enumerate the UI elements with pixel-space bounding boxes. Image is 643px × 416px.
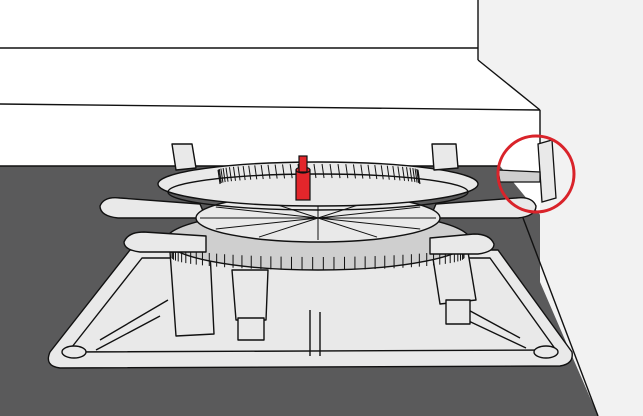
disc-spoke (258, 217, 319, 238)
ring-tooth (380, 165, 384, 180)
ring-tooth (409, 167, 413, 182)
column-slot-right (445, 299, 471, 325)
base-rib-center (309, 310, 321, 356)
floor-right-edge (519, 209, 599, 416)
head-tab-right (431, 143, 459, 171)
ring-tooth (313, 163, 317, 179)
ring-tooth (412, 168, 416, 183)
column-slot-left (237, 317, 265, 341)
pedestal-head-rim (167, 173, 469, 211)
ring-tooth (222, 168, 226, 183)
ring-tooth (337, 164, 341, 179)
ring-tooth (345, 164, 349, 179)
ring-tooth (367, 164, 371, 179)
base-rib-left (95, 299, 169, 351)
lock-pin-body (295, 169, 311, 201)
ring-tooth (416, 168, 420, 184)
base-hole-right (533, 345, 559, 359)
ring-tooth (254, 165, 258, 180)
disc-spoke (317, 217, 421, 230)
disc-spoke (317, 217, 378, 238)
height-lock-pin (295, 155, 311, 201)
ring-tooth (392, 165, 396, 181)
ring-tooth (248, 165, 252, 180)
ring-tooth (374, 164, 378, 180)
head-tab-left (171, 143, 197, 171)
disc-spoke (215, 206, 319, 219)
ring-tooth (329, 163, 333, 179)
spacer-tab-plate (537, 139, 557, 203)
ring-tooth (237, 166, 241, 181)
callout-circle (496, 134, 576, 214)
disc-spoke (215, 217, 319, 230)
disc-spoke (317, 206, 421, 219)
pedestal-head-plate (157, 161, 479, 207)
wall-lower-edge (0, 103, 541, 111)
ring-tooth (274, 164, 278, 179)
ring-tooth (267, 164, 271, 179)
ring-tooth (225, 167, 229, 182)
pedestal-support (47, 143, 573, 369)
spacer-tab-arm (497, 169, 541, 183)
ring-tooth (217, 169, 221, 184)
edge-spacer-tab (497, 139, 557, 203)
pedestal-column-left (169, 251, 215, 337)
ring-tooth (218, 168, 222, 184)
wall-side-face (478, 0, 643, 416)
ring-tooth (386, 165, 390, 180)
ring-tooth (406, 167, 410, 182)
lock-pin-tip (298, 155, 308, 173)
support-arm-left-lower (123, 231, 207, 253)
ring-tooth (260, 164, 264, 180)
ring-tooth (282, 164, 286, 179)
ring-tooth (242, 165, 246, 181)
ring-tooth (289, 164, 293, 179)
ring-tooth (220, 168, 224, 183)
pedestal-column-center-left (231, 269, 269, 321)
ring-tooth (414, 168, 418, 183)
ring-tooth (228, 167, 232, 182)
support-arm-right-lower (429, 233, 495, 255)
ring-tooth (321, 163, 325, 179)
ring-tooth (360, 164, 364, 179)
disc-spokes (200, 196, 436, 240)
base-hole-left (61, 345, 87, 359)
ring-tooth (232, 166, 236, 181)
ring-tooth (397, 166, 401, 181)
ring-tooth (402, 166, 406, 181)
wall-top-bevel (477, 59, 541, 111)
ring-tooth (352, 164, 356, 179)
ring-tooth (417, 169, 421, 185)
